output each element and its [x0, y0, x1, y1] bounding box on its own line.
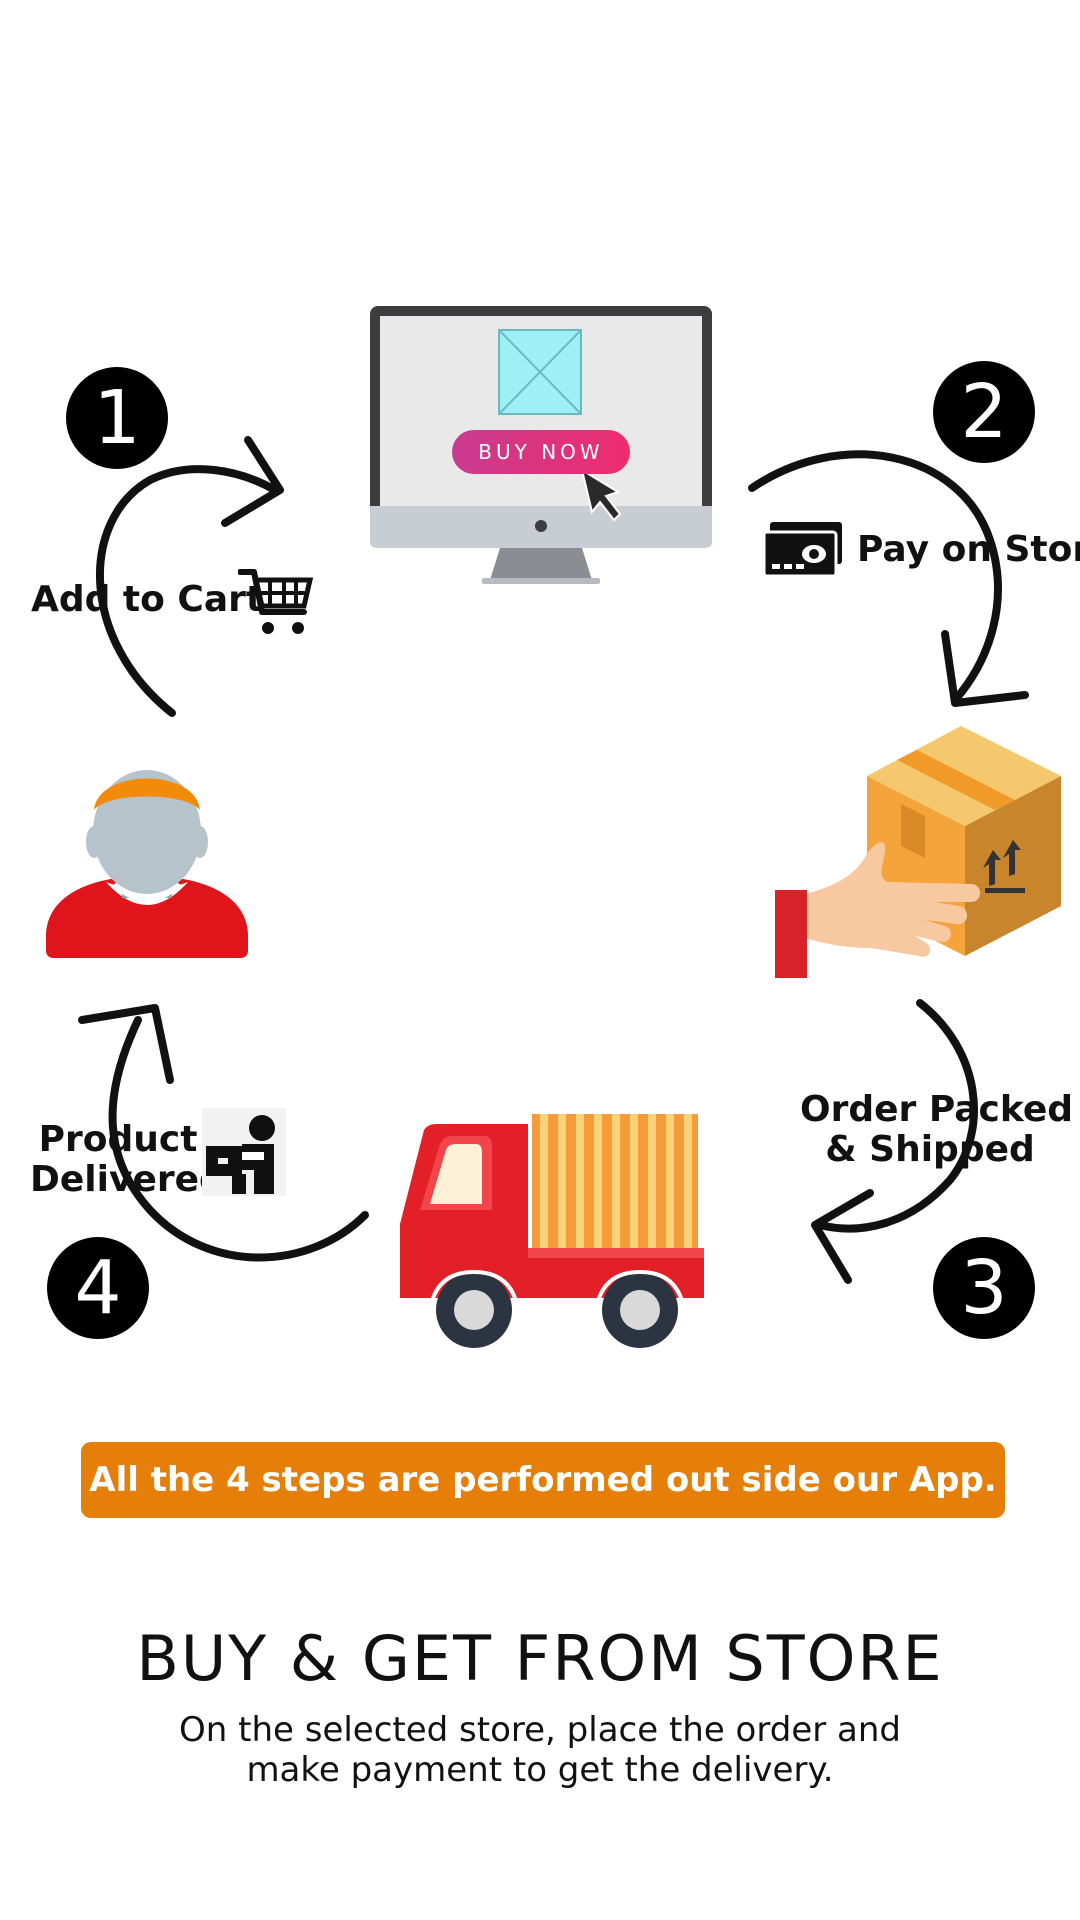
arrow-step-1 [96, 465, 279, 717]
step-3-label-line2: & Shipped [825, 1129, 1035, 1170]
step-3-label-line1: Order Packed [800, 1089, 1074, 1130]
info-banner: All the 4 steps are performed out side o… [81, 1442, 1005, 1518]
delivery-person-icon [202, 1108, 286, 1196]
page-description: On the selected store, place the order a… [179, 1710, 901, 1790]
step-3-label: Order Packed & Shipped [800, 1089, 1074, 1170]
page-title: BUY & GET FROM STORE [136, 1622, 944, 1695]
step-4-label-line2: Delivered [30, 1159, 225, 1200]
computer-monitor-icon [370, 306, 712, 584]
arrow-step-2 [748, 450, 1002, 704]
step-3-number: 3 [933, 1237, 1035, 1339]
step-1-number: 1 [66, 367, 168, 469]
arrow-step-4 [108, 1016, 369, 1262]
step-4-number: 4 [47, 1237, 149, 1339]
computer-monitor: BUY NOW [370, 306, 712, 586]
step-4-label: Product Delivered [30, 1119, 225, 1200]
arrow-step-3 [816, 999, 978, 1233]
step-2-label: Pay on Store [857, 529, 1080, 570]
package-hand-icon [775, 726, 1061, 978]
cash-icon [762, 522, 842, 578]
step-4-label-line1: Product [38, 1119, 198, 1160]
buy-now-button[interactable]: BUY NOW [452, 430, 630, 474]
cart-icon [238, 569, 314, 634]
customer-avatar-icon [46, 770, 248, 958]
delivery-truck-icon [400, 1114, 704, 1348]
cycle-arrows [78, 436, 1029, 1284]
step-1-label: Add to Cart [31, 579, 264, 620]
step-2-number: 2 [933, 361, 1035, 463]
